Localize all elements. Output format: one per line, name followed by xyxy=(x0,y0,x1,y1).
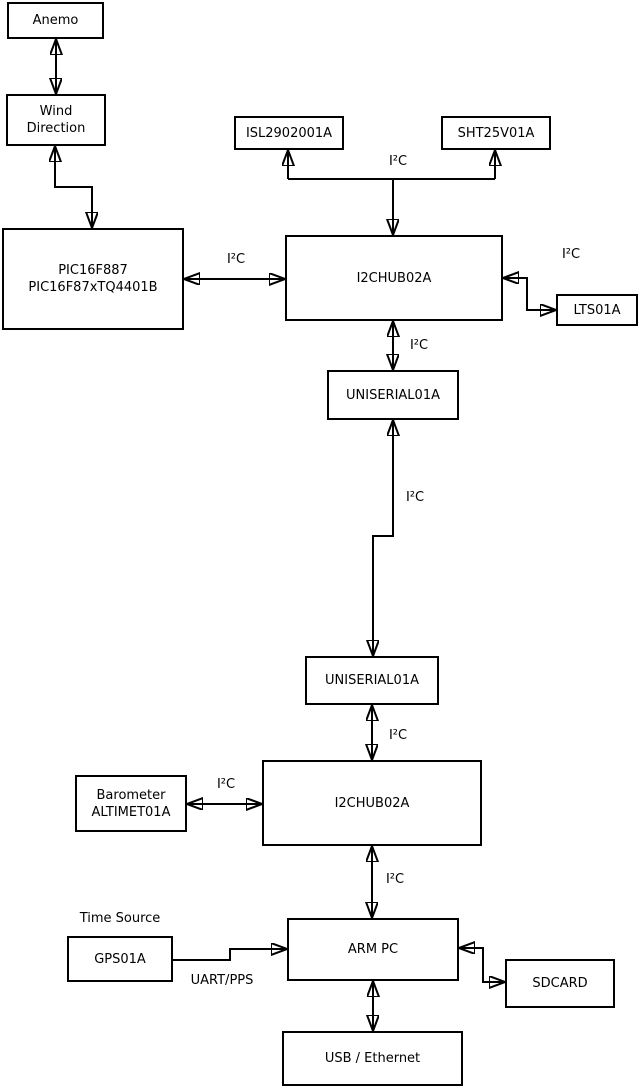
label-i2c-hub-uniserial: I²C xyxy=(409,338,429,353)
node-gps01a: GPS01A xyxy=(67,936,173,982)
node-isl2902001a: ISL2902001A xyxy=(234,116,344,150)
node-arm-pc: ARM PC xyxy=(287,918,459,981)
node-anemo-label: Anemo xyxy=(32,13,79,28)
node-barometer-line2: ALTIMET01A xyxy=(91,804,171,820)
node-arm-pc-label: ARM PC xyxy=(347,942,399,957)
edge-gps-armpc xyxy=(173,949,287,961)
node-isl2902001a-label: ISL2902001A xyxy=(245,125,333,141)
node-wind-direction-line2: Direction xyxy=(26,121,86,136)
node-lts01a: LTS01A xyxy=(556,294,638,326)
label-i2c-uniserial-hub: I²C xyxy=(388,728,408,743)
node-usb-ethernet: USB / Ethernet xyxy=(282,1031,463,1086)
node-wind-direction-line1: Wind xyxy=(39,104,73,119)
node-anemo: Anemo xyxy=(7,2,104,39)
node-barometer-altimet01a: Barometer ALTIMET01A xyxy=(75,775,187,832)
label-time-source: Time Source xyxy=(79,911,161,926)
node-sdcard: SDCARD xyxy=(505,959,615,1008)
node-i2chub02a-upper: I2CHUB02A xyxy=(285,235,503,321)
label-i2c-hub-armpc: I²C xyxy=(385,872,405,887)
node-pic16f887-line1: PIC16F887 xyxy=(58,263,128,278)
node-i2chub02a-lower-label: I2CHUB02A xyxy=(334,795,410,811)
node-uniserial01a-lower: UNISERIAL01A xyxy=(305,656,439,705)
node-pic16f887-line2: PIC16F87xTQ4401B xyxy=(28,280,158,295)
node-barometer-line1: Barometer xyxy=(96,787,166,803)
node-i2chub02a-upper-label: I2CHUB02A xyxy=(356,270,432,286)
node-uniserial01a-upper: UNISERIAL01A xyxy=(327,370,459,420)
node-sdcard-label: SDCARD xyxy=(532,976,588,991)
label-i2c-pic-hub: I²C xyxy=(226,252,246,267)
label-i2c-hub-lts: I²C xyxy=(561,247,581,262)
node-gps01a-label: GPS01A xyxy=(94,951,146,967)
node-wind-direction: Wind Direction xyxy=(6,94,106,146)
node-pic16f887: PIC16F887 PIC16F87xTQ4401B xyxy=(2,228,184,330)
edge-i2chub-lts xyxy=(503,278,556,310)
edge-wind-pic xyxy=(55,146,92,228)
node-sht25v01a-label: SHT25V01A xyxy=(457,125,535,141)
node-uniserial01a-upper-label: UNISERIAL01A xyxy=(346,387,440,403)
edge-armpc-sdcard xyxy=(459,948,505,982)
node-lts01a-label: LTS01A xyxy=(573,302,621,318)
node-usb-ethernet-label: USB / Ethernet xyxy=(324,1051,421,1066)
node-sht25v01a: SHT25V01A xyxy=(441,116,551,150)
edge-uniserial-uniserial xyxy=(373,420,393,656)
label-uart-pps: UART/PPS xyxy=(190,973,254,988)
label-i2c-barometer-hub: I²C xyxy=(216,777,236,792)
node-i2chub02a-lower: I2CHUB02A xyxy=(262,760,482,846)
label-i2c-uniserial-link: I²C xyxy=(405,490,425,505)
label-i2c-hub-sensors: I²C xyxy=(388,154,408,169)
node-uniserial01a-lower-label: UNISERIAL01A xyxy=(325,673,419,688)
